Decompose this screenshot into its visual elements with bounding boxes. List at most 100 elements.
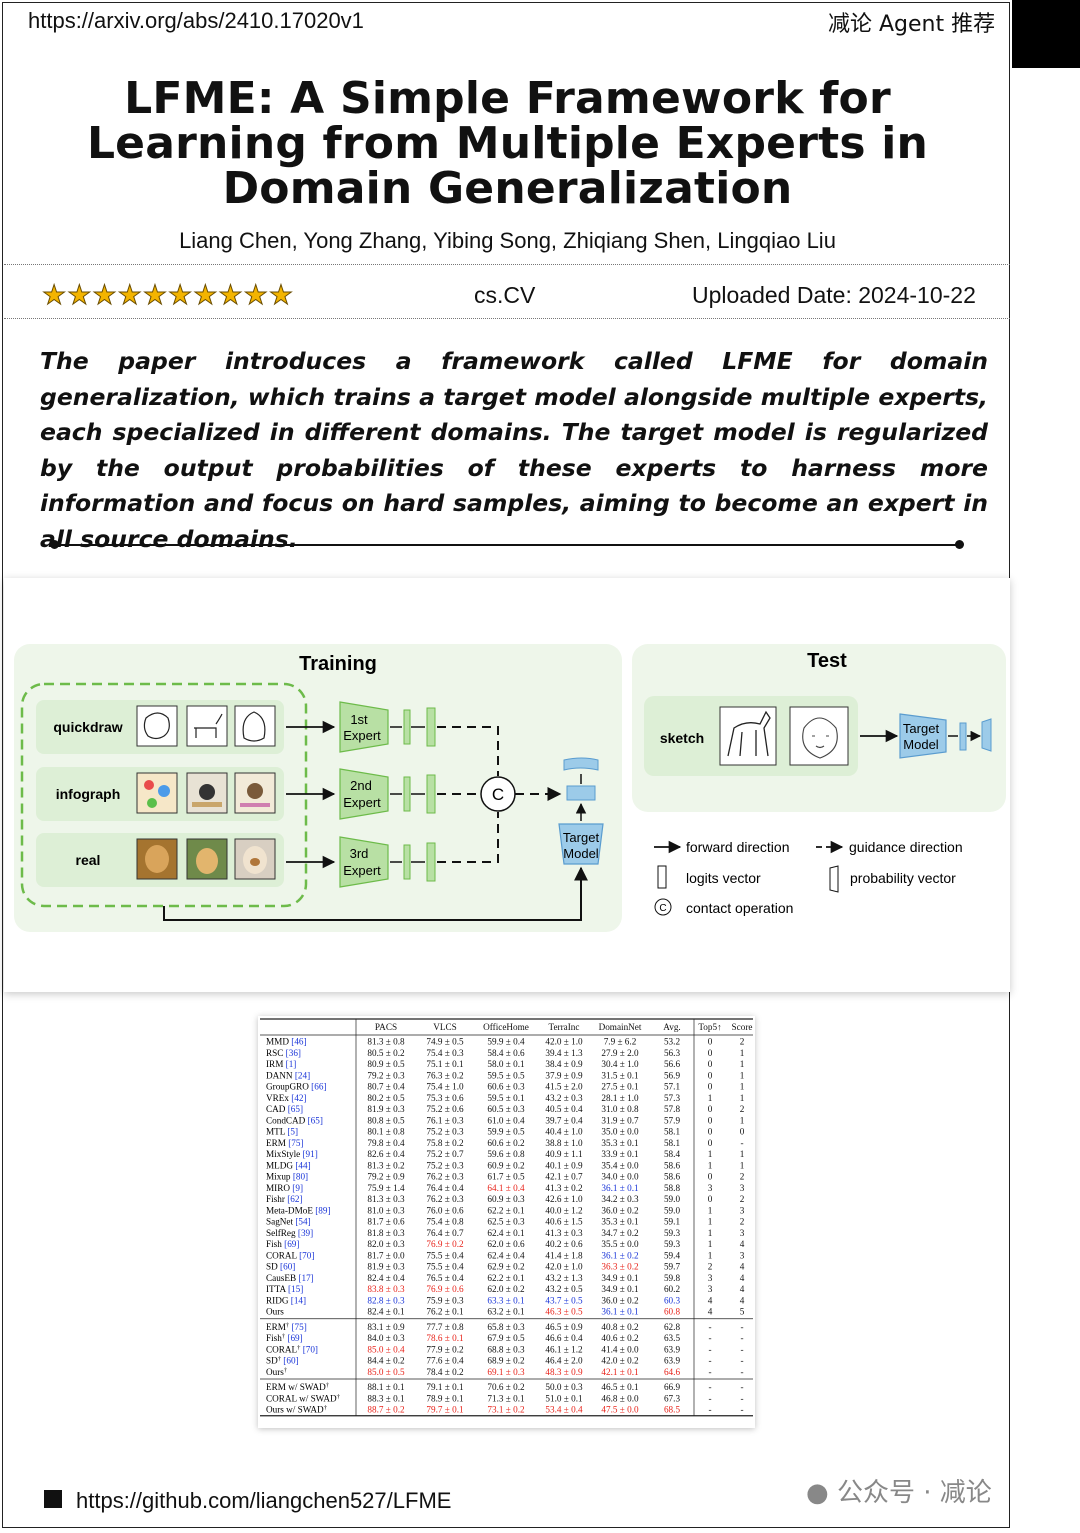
table-cell: 41.4 ± 1.8 bbox=[545, 1250, 583, 1260]
table-cell: 62.0 ± 0.6 bbox=[487, 1239, 525, 1249]
table-cell: 46.8 ± 0.0 bbox=[601, 1393, 639, 1403]
table-row-method: RSC [36] bbox=[266, 1048, 301, 1058]
domain-row-quickdraw: quickdraw bbox=[36, 700, 284, 754]
table-cell: 62.4 ± 0.1 bbox=[487, 1228, 525, 1238]
table-cell: 42.0 ± 1.0 bbox=[545, 1262, 583, 1272]
table-cell-top5: 0 bbox=[708, 1104, 713, 1114]
github-bullet-icon bbox=[44, 1490, 62, 1508]
divider bbox=[4, 318, 1010, 319]
table-cell: 63.9 bbox=[664, 1356, 680, 1366]
table-cell: 56.9 bbox=[664, 1070, 680, 1080]
table-cell-top5: 1 bbox=[708, 1250, 713, 1260]
svg-text:C: C bbox=[492, 785, 504, 804]
table-cell-top5: - bbox=[708, 1356, 711, 1366]
contact-operation-icon bbox=[654, 898, 672, 916]
table-cell: 75.1 ± 0.1 bbox=[426, 1059, 464, 1069]
table-cell: 40.6 ± 1.5 bbox=[545, 1217, 583, 1227]
table-cell-top5: - bbox=[708, 1344, 711, 1354]
table-cell: 88.7 ± 0.2 bbox=[367, 1405, 405, 1415]
table-cell: 59.4 bbox=[664, 1250, 680, 1260]
svg-text:Model: Model bbox=[563, 846, 599, 861]
table-row-method: Mixup [80] bbox=[266, 1172, 308, 1182]
table-cell: 59.5 ± 0.1 bbox=[487, 1093, 525, 1103]
table-header: Top5↑ bbox=[698, 1022, 721, 1032]
table-cell: 43.2 ± 0.5 bbox=[545, 1284, 583, 1294]
table-cell-top5: 1 bbox=[708, 1149, 713, 1159]
table-cell: 81.9 ± 0.3 bbox=[367, 1262, 405, 1272]
domain-row-real: real bbox=[36, 833, 284, 887]
table-cell: 36.0 ± 0.2 bbox=[601, 1295, 639, 1305]
table-cell-score: - bbox=[740, 1138, 743, 1148]
table-cell-score: 2 bbox=[740, 1104, 745, 1114]
github-link[interactable]: https://github.com/liangchen527/LFME bbox=[76, 1488, 452, 1513]
table-row-method: ERM w/ SWAD† bbox=[266, 1382, 330, 1392]
table-cell: 40.5 ± 0.4 bbox=[545, 1104, 583, 1114]
table-cell: 79.2 ± 0.3 bbox=[367, 1070, 405, 1080]
table-cell: 75.4 ± 0.8 bbox=[426, 1217, 464, 1227]
expert-2: 2nd Expert bbox=[286, 768, 482, 820]
table-cell: 76.3 ± 0.2 bbox=[426, 1070, 464, 1080]
svg-text:Target: Target bbox=[903, 721, 940, 736]
table-cell-score: 2 bbox=[740, 1172, 745, 1182]
table-cell-score: 1 bbox=[740, 1082, 745, 1092]
table-cell: 37.9 ± 0.9 bbox=[545, 1070, 583, 1080]
table-cell: 46.5 ± 0.1 bbox=[601, 1382, 639, 1392]
table-cell: 78.9 ± 0.1 bbox=[426, 1393, 464, 1403]
svg-text:1st: 1st bbox=[350, 712, 368, 727]
arxiv-url[interactable]: https://arxiv.org/abs/2410.17020v1 bbox=[28, 8, 364, 33]
table-cell: 80.8 ± 0.5 bbox=[367, 1115, 405, 1125]
table-cell: 63.5 bbox=[664, 1333, 680, 1343]
table-cell: 46.1 ± 1.2 bbox=[545, 1344, 583, 1354]
table-cell: 76.4 ± 0.7 bbox=[426, 1228, 464, 1238]
table-row-method: VREx [42] bbox=[266, 1093, 307, 1103]
domain-label: infograph bbox=[56, 786, 121, 802]
table-cell-score: - bbox=[740, 1382, 743, 1392]
table-cell: 81.3 ± 0.2 bbox=[367, 1160, 405, 1170]
table-cell: 57.1 bbox=[664, 1082, 680, 1092]
table-cell: 81.7 ± 0.0 bbox=[367, 1250, 405, 1260]
table-cell: 34.9 ± 0.1 bbox=[601, 1273, 639, 1283]
table-row-method: MixStyle [91] bbox=[266, 1149, 318, 1159]
table-cell: 75.9 ± 1.4 bbox=[367, 1183, 405, 1193]
table-cell: 80.1 ± 0.8 bbox=[367, 1127, 405, 1137]
table-cell: 80.7 ± 0.4 bbox=[367, 1082, 405, 1092]
table-row-method: Ours w/ SWAD† bbox=[266, 1405, 328, 1415]
svg-text:Expert: Expert bbox=[343, 863, 381, 878]
table-cell-top5: - bbox=[708, 1367, 711, 1377]
table-cell-score: 1 bbox=[740, 1093, 745, 1103]
feedback-arrow bbox=[163, 866, 588, 921]
infograph-sample-icon bbox=[136, 772, 178, 814]
table-cell: 62.4 ± 0.4 bbox=[487, 1250, 525, 1260]
table-cell: 67.9 ± 0.5 bbox=[487, 1333, 525, 1343]
wechat-watermark: ● 公众号 · 减论 bbox=[806, 1472, 992, 1509]
table-cell: 67.3 bbox=[664, 1393, 680, 1403]
table-cell-top5: 0 bbox=[708, 1172, 713, 1182]
table-cell: 59.3 bbox=[664, 1228, 680, 1238]
table-cell: 76.2 ± 0.3 bbox=[426, 1194, 464, 1204]
table-cell-score: - bbox=[740, 1356, 743, 1366]
table-cell-top5: 4 bbox=[708, 1295, 713, 1305]
table-cell: 88.3 ± 0.1 bbox=[367, 1393, 405, 1403]
table-cell: 58.6 bbox=[664, 1172, 680, 1182]
table-cell-score: 1 bbox=[740, 1115, 745, 1125]
table-cell: 56.6 bbox=[664, 1059, 680, 1069]
table-cell: 58.6 bbox=[664, 1160, 680, 1170]
table-cell: 36.3 ± 0.2 bbox=[601, 1262, 639, 1272]
table-row-method: SelfReg [39] bbox=[266, 1228, 313, 1238]
table-cell: 59.0 bbox=[664, 1194, 680, 1204]
table-cell-score: 2 bbox=[740, 1194, 745, 1204]
svg-text:probability vector: probability vector bbox=[850, 870, 956, 886]
table-cell-score: 0 bbox=[740, 1127, 745, 1137]
table-row-method: MTL [5] bbox=[266, 1127, 298, 1137]
table-cell: 46.5 ± 0.9 bbox=[545, 1322, 583, 1332]
table-cell: 76.4 ± 0.4 bbox=[426, 1183, 464, 1193]
table-cell: 77.9 ± 0.2 bbox=[426, 1344, 464, 1354]
table-row-method: CondCAD [65] bbox=[266, 1115, 323, 1125]
table-cell: 65.8 ± 0.3 bbox=[487, 1322, 525, 1332]
divider bbox=[4, 264, 1010, 265]
table-cell: 42.0 ± 1.0 bbox=[545, 1037, 583, 1047]
table-cell-score: 3 bbox=[740, 1183, 745, 1193]
table-cell-score: - bbox=[740, 1333, 743, 1343]
table-cell: 36.1 ± 0.1 bbox=[601, 1183, 639, 1193]
source-domains-box bbox=[20, 682, 308, 908]
